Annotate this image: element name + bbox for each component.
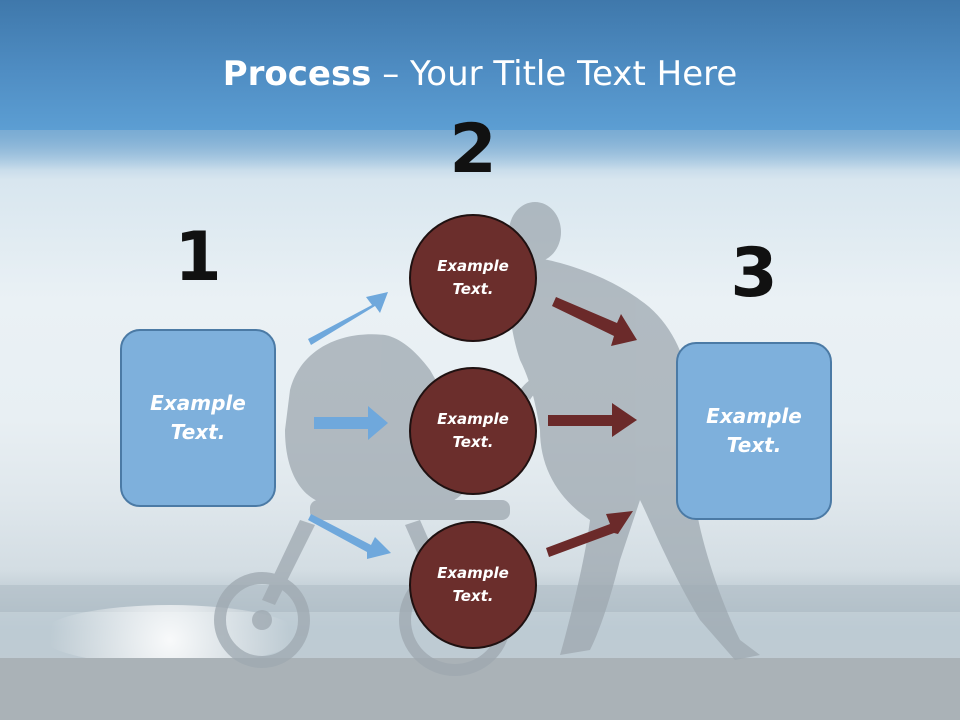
circle-top-text: Example Text. <box>437 257 509 298</box>
red-arrow-down <box>552 297 637 346</box>
red-arrow-right <box>548 403 637 437</box>
title-rest: – Your Title Text Here <box>371 54 738 94</box>
left-box-text: Example Text. <box>150 391 246 444</box>
blue-arrow-down <box>308 514 391 559</box>
circle-bottom[interactable]: Example Text. <box>409 521 537 649</box>
circle-middle[interactable]: Example Text. <box>409 367 537 495</box>
right-box-text: Example Text. <box>706 404 802 457</box>
right-box[interactable]: Example Text. <box>676 342 832 520</box>
red-arrow-up <box>546 511 633 557</box>
circle-top[interactable]: Example Text. <box>409 214 537 342</box>
blue-arrow-right <box>314 406 388 440</box>
page-title: Process – Your Title Text Here <box>0 52 960 96</box>
step-number-1: 1 <box>174 218 222 297</box>
step-number-2: 2 <box>449 110 497 189</box>
title-bold: Process <box>222 54 372 94</box>
circle-bottom-text: Example Text. <box>437 564 509 605</box>
title-bar <box>0 0 960 170</box>
blue-arrow-up <box>308 292 388 345</box>
circle-middle-text: Example Text. <box>437 410 509 451</box>
step-number-3: 3 <box>730 234 778 313</box>
left-box[interactable]: Example Text. <box>120 329 276 507</box>
